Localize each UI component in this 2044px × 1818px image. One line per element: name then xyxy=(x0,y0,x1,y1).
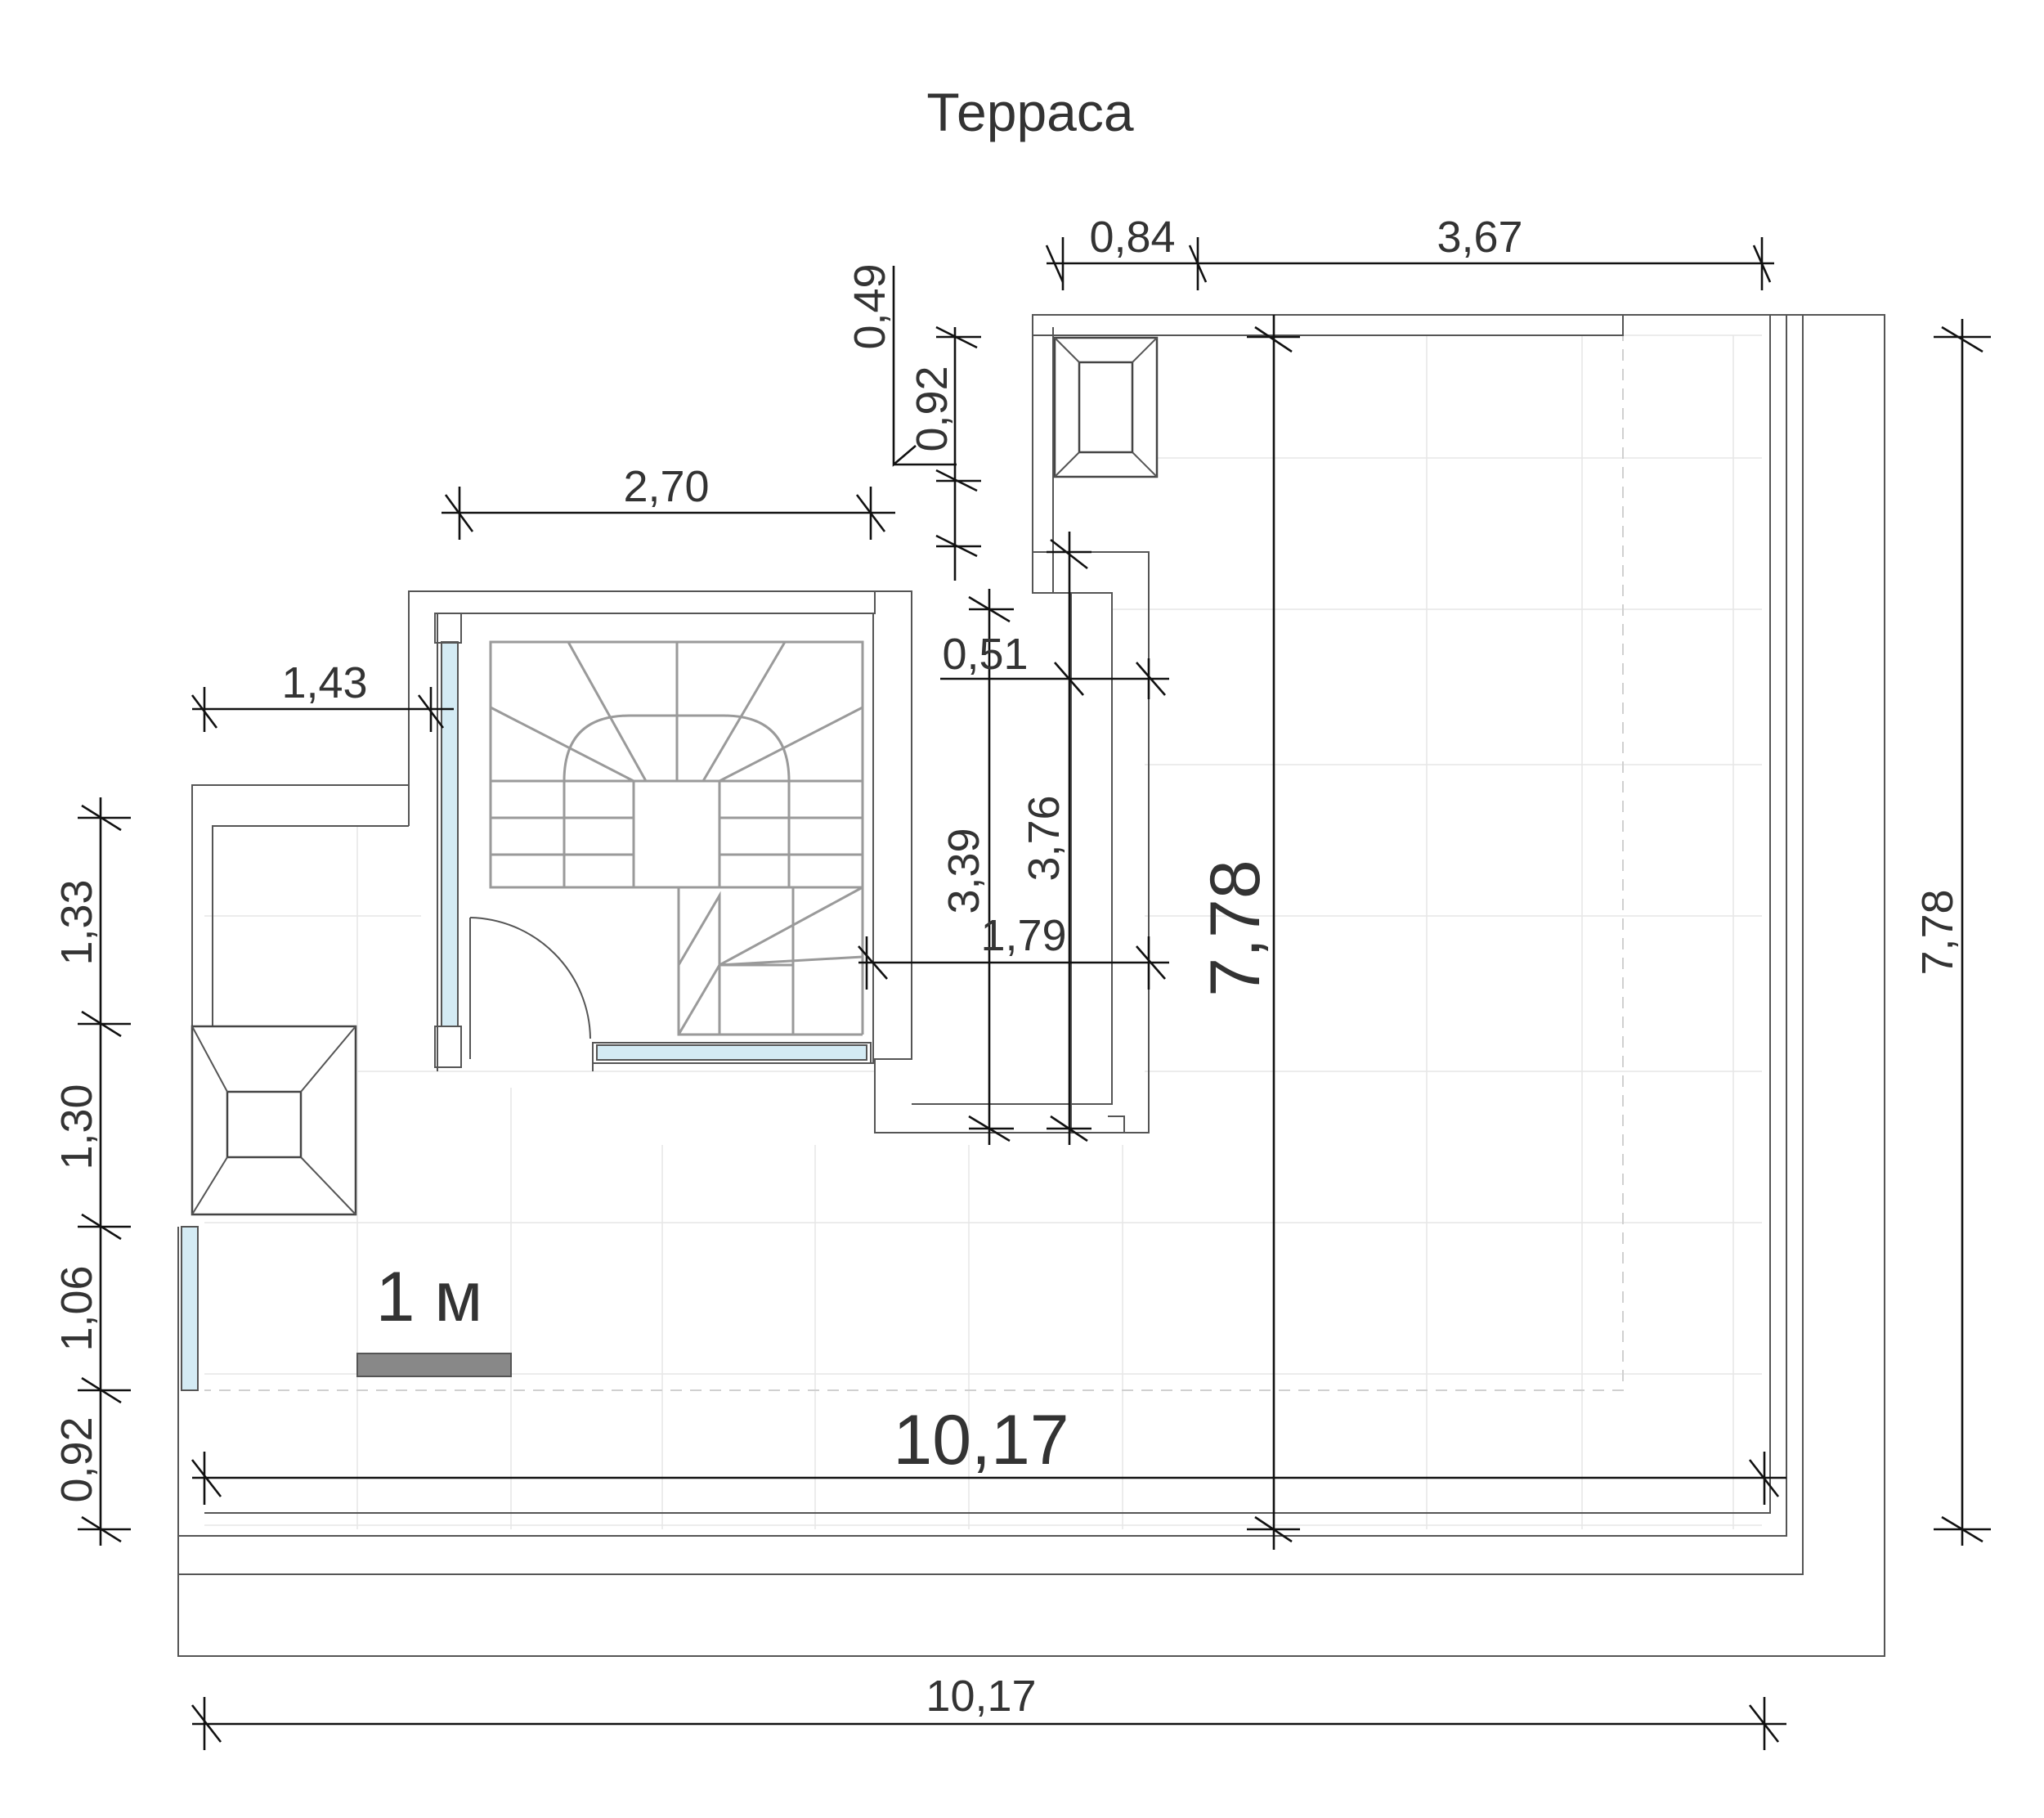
dim-right-height: 7,78 xyxy=(1913,889,1962,975)
floor-grid xyxy=(204,334,1762,1529)
dim-upper-vertical-b: 0,92 xyxy=(908,366,957,451)
dim-stair-width: 2,70 xyxy=(623,462,709,511)
window-bottom-frame xyxy=(592,1042,872,1064)
dim-top-left: 0,84 xyxy=(1089,213,1175,262)
dim-corridor-small: 0,51 xyxy=(942,630,1028,679)
door xyxy=(469,917,591,1059)
window-left-frame-bottom xyxy=(434,1026,462,1068)
window-left xyxy=(441,641,459,1027)
scale-bar xyxy=(356,1353,512,1377)
dim-left-1: 1,33 xyxy=(52,879,101,965)
vent-shaft-top xyxy=(1053,336,1159,478)
dim-left-3: 1,06 xyxy=(52,1265,101,1351)
dim-top-right: 3,67 xyxy=(1437,213,1522,262)
dimension-lines xyxy=(78,237,1991,1750)
dim-left-2: 1,30 xyxy=(52,1084,101,1169)
dim-corridor-height-a: 3,39 xyxy=(939,828,988,913)
window-bottom xyxy=(596,1044,867,1061)
dim-left-offset: 1,43 xyxy=(281,658,367,707)
dim-bottom-width: 10,17 xyxy=(926,1672,1036,1721)
walls xyxy=(177,314,1885,1657)
dim-corridor-height-b: 3,76 xyxy=(1020,795,1069,881)
dim-upper-vertical-a: 0,49 xyxy=(845,263,894,349)
dim-left-4: 0,92 xyxy=(52,1416,101,1502)
vent-shaft-left xyxy=(191,1025,357,1216)
staircase xyxy=(489,640,864,1036)
dim-corridor-width: 1,79 xyxy=(980,911,1066,960)
dim-interior-height: 7,78 xyxy=(1196,860,1275,996)
scale-label: 1 м xyxy=(376,1258,483,1336)
window-left-frame-top xyxy=(434,613,462,644)
roof-overhang-line xyxy=(204,334,1624,1391)
window-exterior-left xyxy=(181,1226,199,1391)
dim-interior-width: 10,17 xyxy=(893,1401,1069,1479)
terrace-title: Терраса xyxy=(926,82,1133,142)
